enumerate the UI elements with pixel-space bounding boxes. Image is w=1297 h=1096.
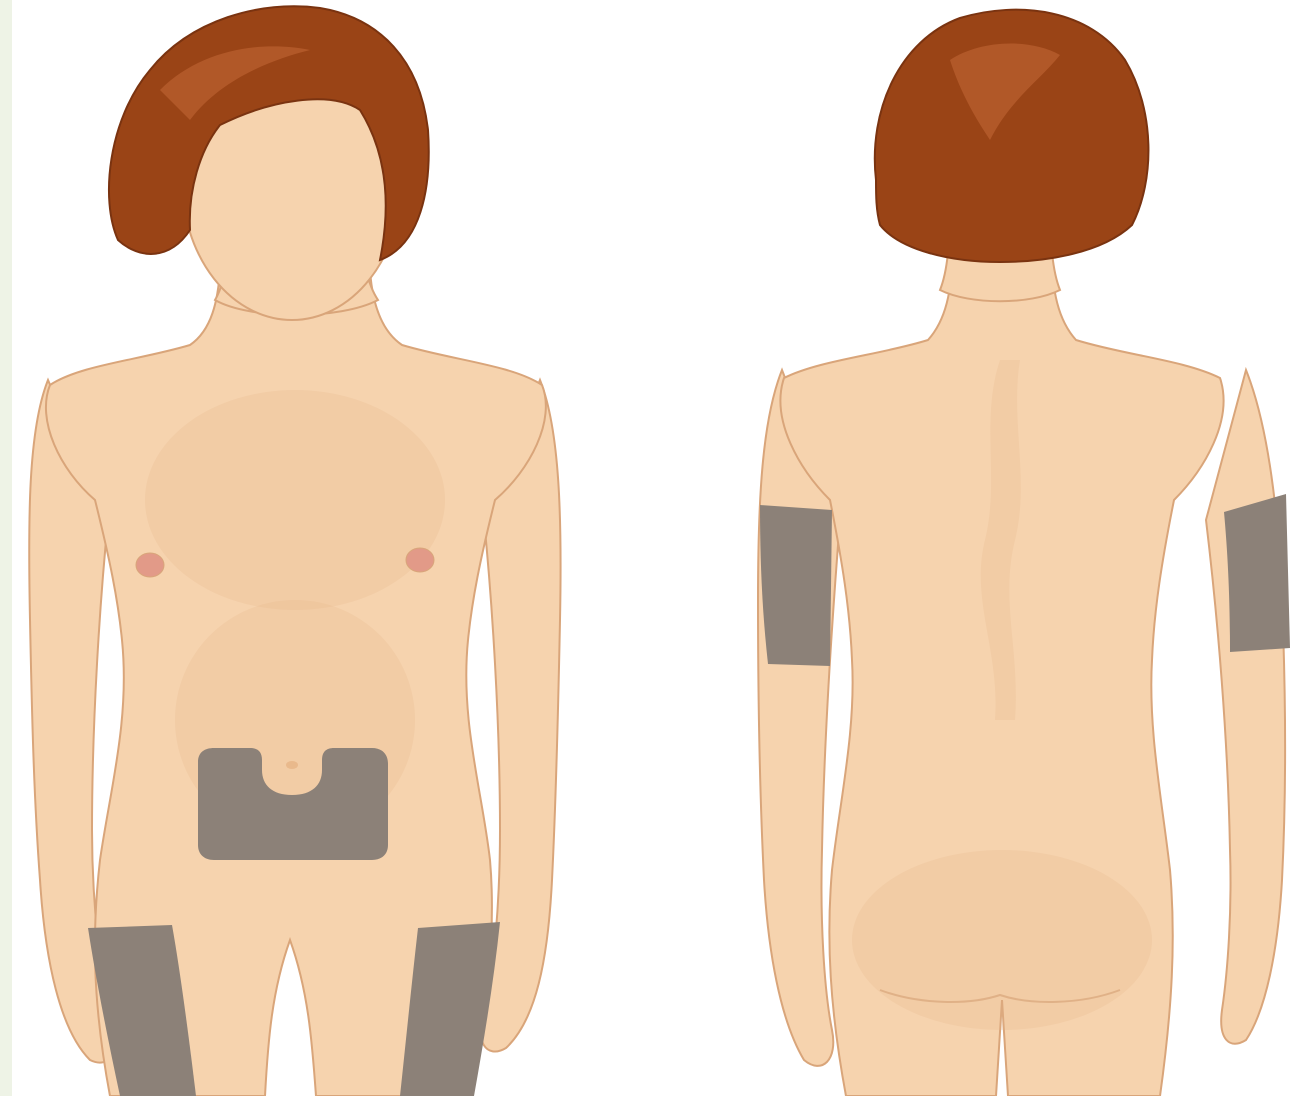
front-left-nipple (136, 553, 164, 577)
left-upper-arm-injection-site (760, 505, 832, 666)
back-buttocks-shade (852, 850, 1152, 1030)
back-view-illustration (700, 0, 1297, 1096)
front-view-illustration (0, 0, 600, 1096)
front-right-nipple (406, 548, 434, 572)
front-chest-shade (145, 390, 445, 610)
back-view-figure (700, 0, 1297, 1096)
back-right-arm (1206, 370, 1285, 1044)
front-navel (286, 761, 298, 769)
right-upper-arm-injection-site (1224, 494, 1290, 652)
front-view-figure (0, 0, 600, 1096)
